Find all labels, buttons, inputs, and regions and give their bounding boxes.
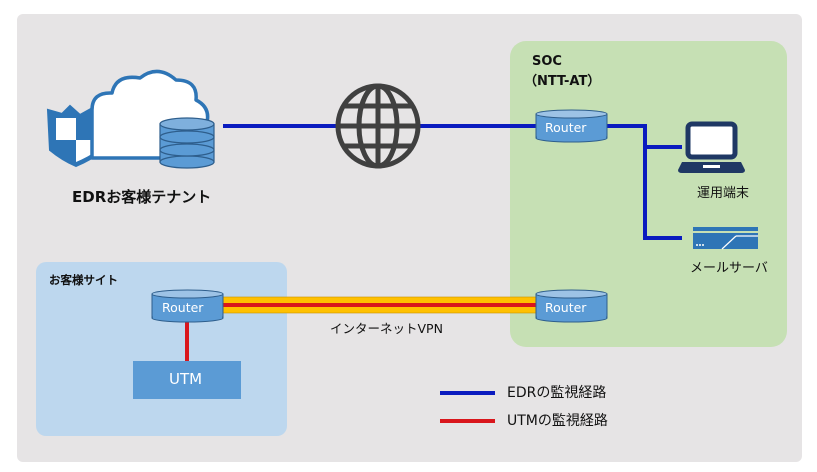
utm-device [133, 361, 241, 399]
legend-utm-label: UTMの監視経路 [507, 413, 608, 429]
customer-router [151, 289, 224, 323]
customer-router-label: Router [162, 300, 204, 315]
edr-tenant-label: EDRお客様テナント [72, 188, 212, 206]
soc-router-top-label: Router [545, 120, 587, 135]
globe-icon [335, 83, 421, 169]
mail-server-label: メールサーバ [690, 261, 768, 276]
customer-site-title: お客様サイト [49, 273, 118, 287]
utm-label: UTM [169, 370, 203, 388]
soc-title-line1: SOC [532, 54, 562, 69]
vpn-label: インターネットVPN [330, 321, 443, 336]
soc-title-line2: （NTT-AT） [524, 74, 601, 89]
database-icon [159, 117, 215, 169]
legend-edr-label: EDRの監視経路 [507, 385, 607, 401]
terminal-label: 運用端末 [697, 186, 750, 201]
soc-router-bottom-label: Router [545, 300, 587, 315]
laptop-icon [678, 121, 745, 173]
soc-router-top [535, 109, 608, 143]
soc-router-bottom [535, 289, 608, 323]
mail-server-icon [693, 227, 758, 250]
edr-path-soc-router-to-devices [606, 124, 682, 240]
customer-site-area [36, 262, 287, 436]
